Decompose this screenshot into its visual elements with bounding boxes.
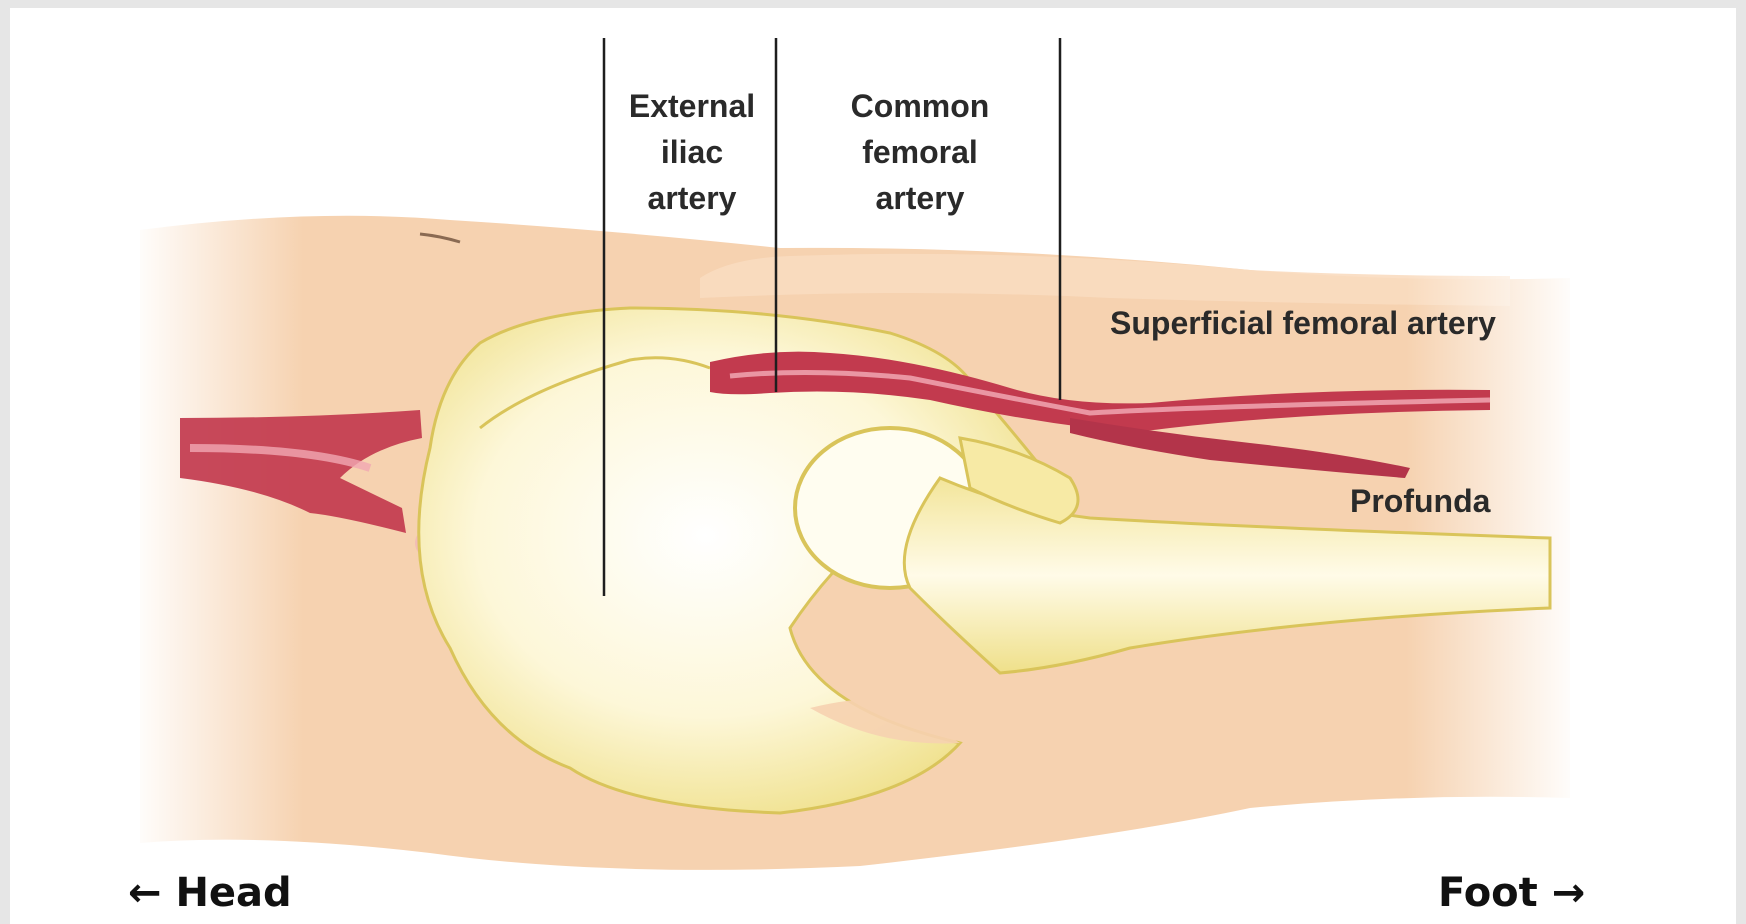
label-common-femoral-artery: Common femoral artery [840,83,1000,221]
label-line: femoral [840,129,1000,175]
orientation-foot-label: Foot → [1438,870,1585,916]
label-line: artery [622,175,762,221]
label-superficial-femoral-artery: Superficial femoral artery [1110,300,1496,346]
label-line: iliac [622,129,762,175]
label-line: Common [840,83,1000,129]
label-profunda: Profunda [1350,478,1490,524]
orientation-head-label: ← Head [128,870,292,916]
label-external-iliac-artery: External iliac artery [622,83,762,221]
label-line: External [622,83,762,129]
diagram-frame: External iliac artery Common femoral art… [10,8,1736,924]
label-line: artery [840,175,1000,221]
